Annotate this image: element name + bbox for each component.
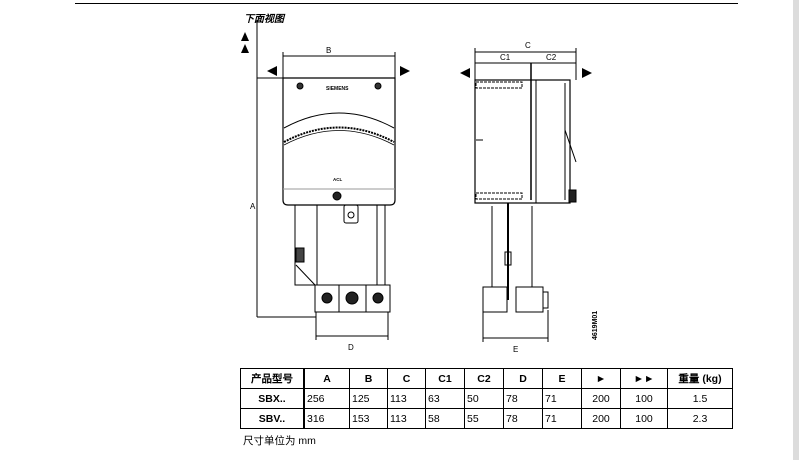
- header-b: B: [349, 368, 388, 389]
- header-rule: [75, 3, 738, 4]
- cell: 256: [303, 388, 350, 409]
- cell: 50: [464, 388, 504, 409]
- model-mark: ACL: [333, 177, 342, 182]
- dimensions-table: 产品型号 A B C C1 C2 D E ► ►► 重量 (kg) SBX.. …: [240, 368, 733, 429]
- dim-label-e: E: [513, 345, 518, 354]
- cell: 125: [349, 388, 388, 409]
- dim-label-d: D: [348, 343, 354, 352]
- cell-model: SBV..: [240, 408, 305, 429]
- cell: 78: [503, 408, 543, 429]
- cell: 2.3: [667, 408, 733, 429]
- table-row: SBX.. 256 125 113 63 50 78 71 200 100 1.…: [240, 388, 733, 409]
- header-d: D: [503, 368, 543, 389]
- cell: 71: [542, 408, 582, 429]
- units-note: 尺寸单位为 mm: [243, 435, 316, 447]
- cell-model: SBX..: [240, 388, 305, 409]
- cell: 113: [387, 388, 426, 409]
- dim-label-a: A: [250, 202, 256, 211]
- up-arrow-icon: [241, 32, 249, 41]
- header-c: C: [387, 368, 426, 389]
- header-stroke-2: ►►: [620, 368, 668, 389]
- up-arrow-icon: [241, 44, 249, 53]
- cell: 100: [620, 408, 668, 429]
- cell: 153: [349, 408, 388, 429]
- header-model: 产品型号: [240, 368, 305, 389]
- header-a: A: [303, 368, 350, 389]
- cell: 100: [620, 388, 668, 409]
- header-stroke-1: ►: [581, 368, 621, 389]
- cell: 78: [503, 388, 543, 409]
- cell: 113: [387, 408, 426, 429]
- header-c1: C1: [425, 368, 465, 389]
- view-label: 下面视图: [244, 13, 286, 25]
- left-arrow-icon: [460, 68, 470, 78]
- cell: 63: [425, 388, 465, 409]
- drawing-number: 4619M01: [592, 311, 599, 340]
- header-weight: 重量 (kg): [667, 368, 733, 389]
- dim-label-c: C: [525, 41, 531, 50]
- dim-label-c2: C2: [546, 53, 557, 62]
- dim-label-c1: C1: [500, 53, 511, 62]
- left-arrow-icon: [267, 66, 277, 76]
- siemens-logo: SIEMENS: [326, 86, 349, 92]
- cell: 58: [425, 408, 465, 429]
- cell: 200: [581, 388, 621, 409]
- dimension-drawing: 下面视图 B A SIEMENS ACL D C C1 C2: [241, 13, 599, 354]
- right-arrow-icon: [400, 66, 410, 76]
- header-c2: C2: [464, 368, 504, 389]
- cell: 55: [464, 408, 504, 429]
- cell: 316: [303, 408, 350, 429]
- table-row: SBV.. 316 153 113 58 55 78 71 200 100 2.…: [240, 408, 733, 429]
- cell: 71: [542, 388, 582, 409]
- scrollbar[interactable]: [793, 0, 799, 460]
- cell: 1.5: [667, 388, 733, 409]
- dim-label-b: B: [326, 46, 331, 55]
- header-e: E: [542, 368, 582, 389]
- cell: 200: [581, 408, 621, 429]
- table-header-row: 产品型号 A B C C1 C2 D E ► ►► 重量 (kg): [240, 368, 733, 389]
- right-arrow-icon: [582, 68, 592, 78]
